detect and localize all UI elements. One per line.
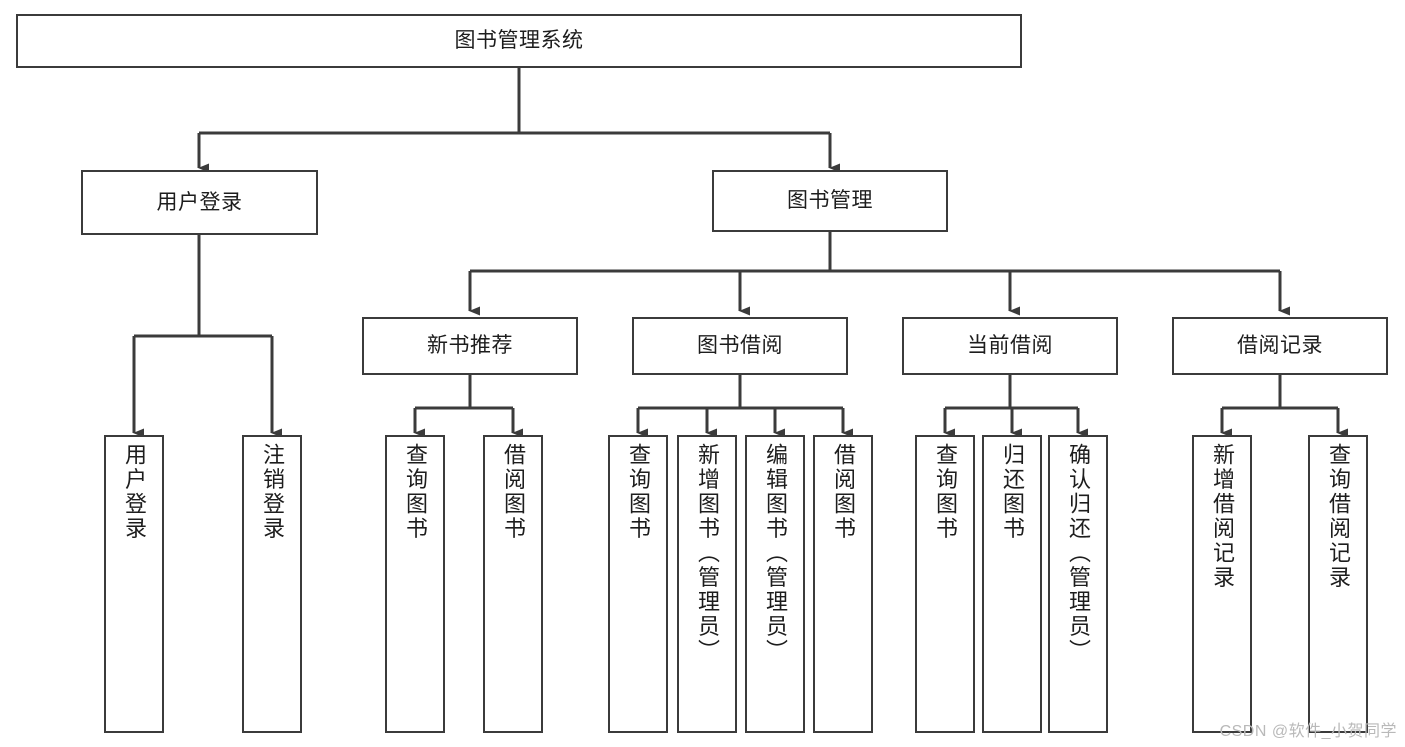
leaf-edit-book-label: 编辑图书（管理员） <box>763 443 788 664</box>
node-user-login[interactable]: 用户登录 <box>81 170 318 235</box>
node-root-label: 图书管理系统 <box>454 29 584 53</box>
leaf-query-record-label: 查询借阅记录 <box>1326 443 1351 590</box>
leaf-add-record-label: 新增借阅记录 <box>1210 443 1235 590</box>
leaf-add-book[interactable]: 新增图书（管理员） <box>677 435 737 733</box>
leaf-confirm-return-label: 确认归还（管理员） <box>1066 443 1091 664</box>
node-book-borrow-label: 图书借阅 <box>697 334 783 358</box>
leaf-logout-login-label: 注销登录 <box>260 443 285 541</box>
leaf-confirm-return[interactable]: 确认归还（管理员） <box>1048 435 1108 733</box>
node-borrow-record[interactable]: 借阅记录 <box>1172 317 1388 375</box>
node-root[interactable]: 图书管理系统 <box>16 14 1022 68</box>
leaf-query-book-3[interactable]: 查询图书 <box>915 435 975 733</box>
leaf-query-book-1[interactable]: 查询图书 <box>385 435 445 733</box>
node-current-borrow-label: 当前借阅 <box>967 334 1053 358</box>
node-book-manage-label: 图书管理 <box>787 189 873 213</box>
node-book-borrow[interactable]: 图书借阅 <box>632 317 848 375</box>
node-new-book-recommend[interactable]: 新书推荐 <box>362 317 578 375</box>
leaf-return-book[interactable]: 归还图书 <box>982 435 1042 733</box>
leaf-user-login[interactable]: 用户登录 <box>104 435 164 733</box>
node-borrow-record-label: 借阅记录 <box>1237 334 1323 358</box>
leaf-borrow-book-1-label: 借阅图书 <box>501 443 526 541</box>
leaf-query-book-3-label: 查询图书 <box>933 443 958 541</box>
leaf-borrow-book-2[interactable]: 借阅图书 <box>813 435 873 733</box>
leaf-add-book-label: 新增图书（管理员） <box>695 443 720 664</box>
leaf-query-book-2-label: 查询图书 <box>626 443 651 541</box>
leaf-query-record[interactable]: 查询借阅记录 <box>1308 435 1368 733</box>
csdn-watermark: CSDN @软件_小贺同学 <box>1219 723 1397 740</box>
leaf-return-book-label: 归还图书 <box>1000 443 1025 541</box>
node-current-borrow[interactable]: 当前借阅 <box>902 317 1118 375</box>
node-user-login-label: 用户登录 <box>156 190 243 214</box>
leaf-query-book-1-label: 查询图书 <box>403 443 428 541</box>
leaf-edit-book[interactable]: 编辑图书（管理员） <box>745 435 805 733</box>
leaf-borrow-book-2-label: 借阅图书 <box>831 443 856 541</box>
node-new-book-recommend-label: 新书推荐 <box>427 334 513 358</box>
leaf-logout-login[interactable]: 注销登录 <box>242 435 302 733</box>
node-book-manage[interactable]: 图书管理 <box>712 170 948 232</box>
leaf-add-record[interactable]: 新增借阅记录 <box>1192 435 1252 733</box>
leaf-query-book-2[interactable]: 查询图书 <box>608 435 668 733</box>
leaf-borrow-book-1[interactable]: 借阅图书 <box>483 435 543 733</box>
leaf-user-login-label: 用户登录 <box>122 443 147 541</box>
